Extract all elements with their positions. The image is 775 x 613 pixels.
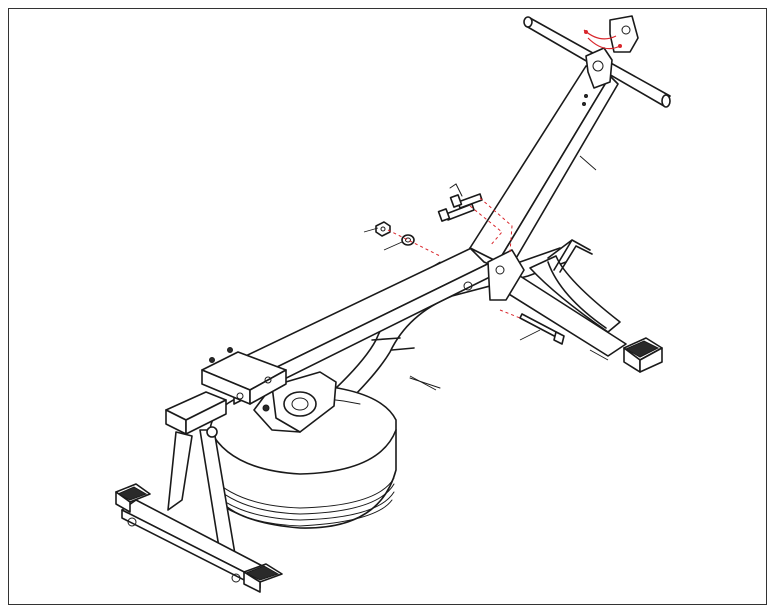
washer — [401, 234, 415, 246]
hand-crank — [547, 239, 593, 273]
water-tank — [209, 383, 397, 529]
bolts — [437, 183, 483, 222]
nut — [375, 221, 391, 237]
diagram-border — [8, 8, 767, 605]
upright-post — [469, 65, 619, 301]
assembly-guides — [387, 197, 521, 319]
leader-lines — [363, 155, 609, 391]
front-stand — [495, 255, 627, 357]
handlebar — [523, 16, 671, 108]
rear-foot-pads — [115, 483, 283, 593]
front-foot-pad — [623, 337, 663, 373]
seat-bracket — [201, 347, 287, 405]
cable-sensor — [583, 15, 639, 53]
rear-stand — [121, 391, 275, 589]
support-rod — [519, 313, 565, 345]
